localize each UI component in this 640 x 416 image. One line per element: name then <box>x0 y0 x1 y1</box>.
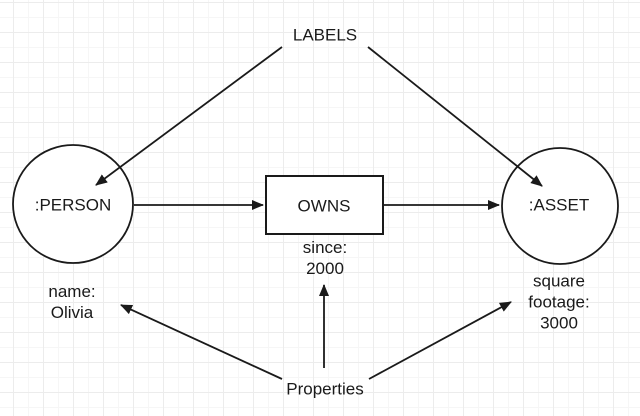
arrow-labels-to-person <box>95 46 283 186</box>
owns-property-text: since: 2000 <box>303 237 347 279</box>
arrow-properties-to-footage <box>368 301 512 380</box>
properties-annotation: Properties <box>286 379 364 399</box>
asset-property-line-1: square <box>533 271 585 291</box>
asset-node-label: :ASSET <box>528 195 590 215</box>
person-node-label: :PERSON <box>34 195 112 215</box>
owns-relationship-box <box>265 175 384 235</box>
person-property-line-2: Olivia <box>50 303 94 322</box>
asset-property-text: square footage: 3000 <box>528 271 589 334</box>
arrow-properties-to-name <box>120 304 283 380</box>
owns-relationship-label: OWNS <box>297 196 351 216</box>
asset-property-line-3: 3000 <box>540 313 578 333</box>
asset-property-line-2: footage: <box>528 292 590 312</box>
owns-property-line-1: since: <box>302 238 348 257</box>
person-property-text: name: Olivia <box>48 281 95 323</box>
arrow-labels-to-asset <box>367 46 543 187</box>
person-property-line-1: name: <box>48 282 96 301</box>
labels-annotation: LABELS <box>292 25 358 45</box>
owns-property-line-2: 2000 <box>306 259 344 278</box>
